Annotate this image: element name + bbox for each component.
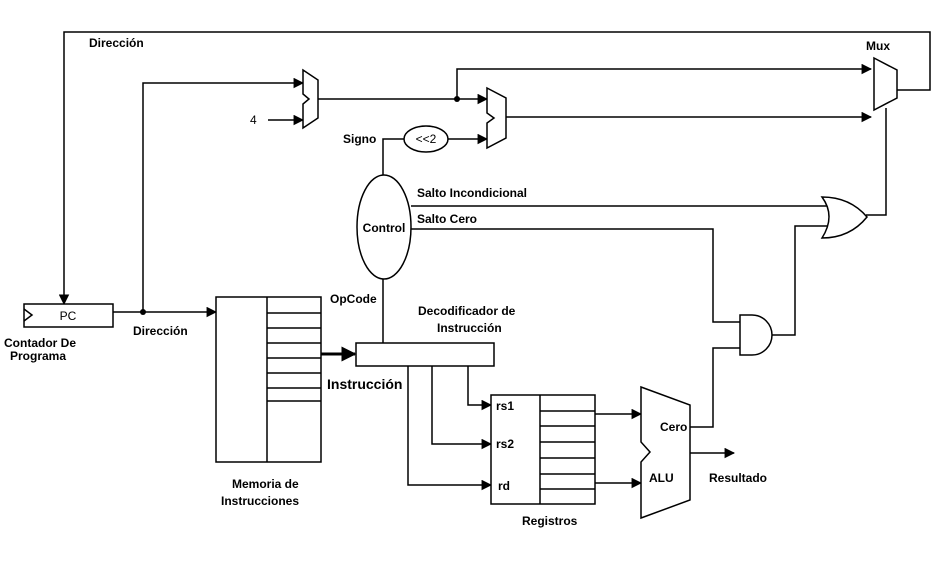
direccion-top-label: Dirección (89, 36, 144, 50)
pc-register: PC (23, 303, 114, 328)
four-label: 4 (250, 113, 257, 127)
control-unit (356, 174, 412, 280)
wire-decoder-to-rs1 (467, 366, 493, 411)
resultado-label: Resultado (709, 471, 767, 485)
wire-pc-to-adder (142, 77, 305, 312)
direccion-bottom-label: Dirección (133, 324, 188, 338)
decodificador-label-line2: Instrucción (437, 321, 502, 335)
wire-signo-to-shift (382, 138, 404, 175)
wire-mux-to-pc (58, 31, 931, 306)
wire-cero-to-and (690, 347, 740, 428)
rs2-label: rs2 (496, 437, 514, 451)
opcode-label: OpCode (330, 292, 377, 306)
instruction-decoder (355, 342, 495, 367)
alu (640, 385, 691, 520)
shift-label: <<2 (416, 132, 437, 146)
wires (58, 31, 931, 491)
wire-adder-to-mux (456, 63, 873, 99)
instruction-memory (215, 296, 322, 463)
salto-cero-label: Salto Cero (417, 212, 477, 226)
and-gate (739, 314, 773, 356)
cero-label: Cero (660, 420, 687, 434)
registros-label: Registros (522, 514, 578, 528)
labels: Dirección Mux 4 Signo Salto Incondiciona… (4, 36, 890, 528)
decodificador-label-line1: Decodificador de (418, 304, 516, 318)
rd-label: rd (498, 479, 510, 493)
branch-adder (486, 86, 507, 150)
contador-label-line1: Contador De (4, 336, 76, 350)
control-label: Control (363, 221, 406, 235)
rs1-label: rs1 (496, 399, 514, 413)
wire-or-to-mux-select (866, 108, 887, 216)
mux-label: Mux (866, 39, 890, 53)
pc-label: PC (60, 309, 77, 323)
junction-dot (140, 309, 146, 315)
wire-decoder-to-rs2 (431, 366, 493, 450)
mux (873, 56, 898, 112)
wire-salto-cero (408, 228, 740, 323)
pc-adder (302, 68, 319, 130)
alu-label: ALU (649, 471, 674, 485)
junction-dot (454, 96, 460, 102)
wire-and-to-or (772, 225, 829, 336)
salto-incondicional-label: Salto Incondicional (417, 186, 527, 200)
instruccion-label: Instrucción (327, 376, 402, 392)
memoria-label-line1: Memoria de (232, 477, 299, 491)
signo-label: Signo (343, 132, 376, 146)
contador-label-line2: Programa (10, 349, 66, 363)
shift-left-2 (403, 125, 449, 153)
wire-decoder-to-rd (407, 366, 493, 491)
register-file (490, 394, 596, 505)
memoria-label-line2: Instrucciones (221, 494, 299, 508)
or-gate (820, 196, 868, 239)
